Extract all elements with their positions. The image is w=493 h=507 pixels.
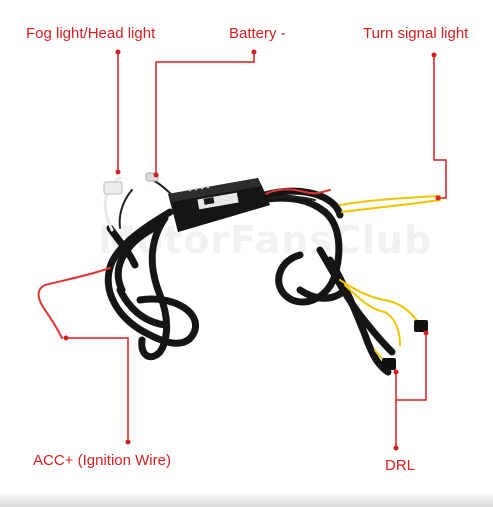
- callout-lines: [66, 52, 447, 448]
- bottom-shadow: [0, 492, 493, 507]
- acc-red-wire: [37, 267, 111, 339]
- callout-battery: [155, 52, 255, 175]
- label-turn-signal-light: Turn signal light: [363, 25, 469, 42]
- black-cable-harness: [104, 187, 396, 376]
- callout-acc: [66, 337, 129, 442]
- callout-turn-signal: [433, 55, 447, 199]
- control-module: [168, 178, 270, 232]
- connectors: [103, 172, 428, 370]
- yellow-wires: [339, 195, 441, 366]
- callout-drl: [395, 333, 427, 401]
- label-fog-head-light: Fog light/Head light: [26, 25, 156, 42]
- label-acc-ignition-wire: ACC+ (Ignition Wire): [33, 452, 171, 469]
- label-battery-negative: Battery -: [229, 25, 286, 42]
- label-drl: DRL: [385, 457, 416, 474]
- callout-dots: [63, 49, 441, 451]
